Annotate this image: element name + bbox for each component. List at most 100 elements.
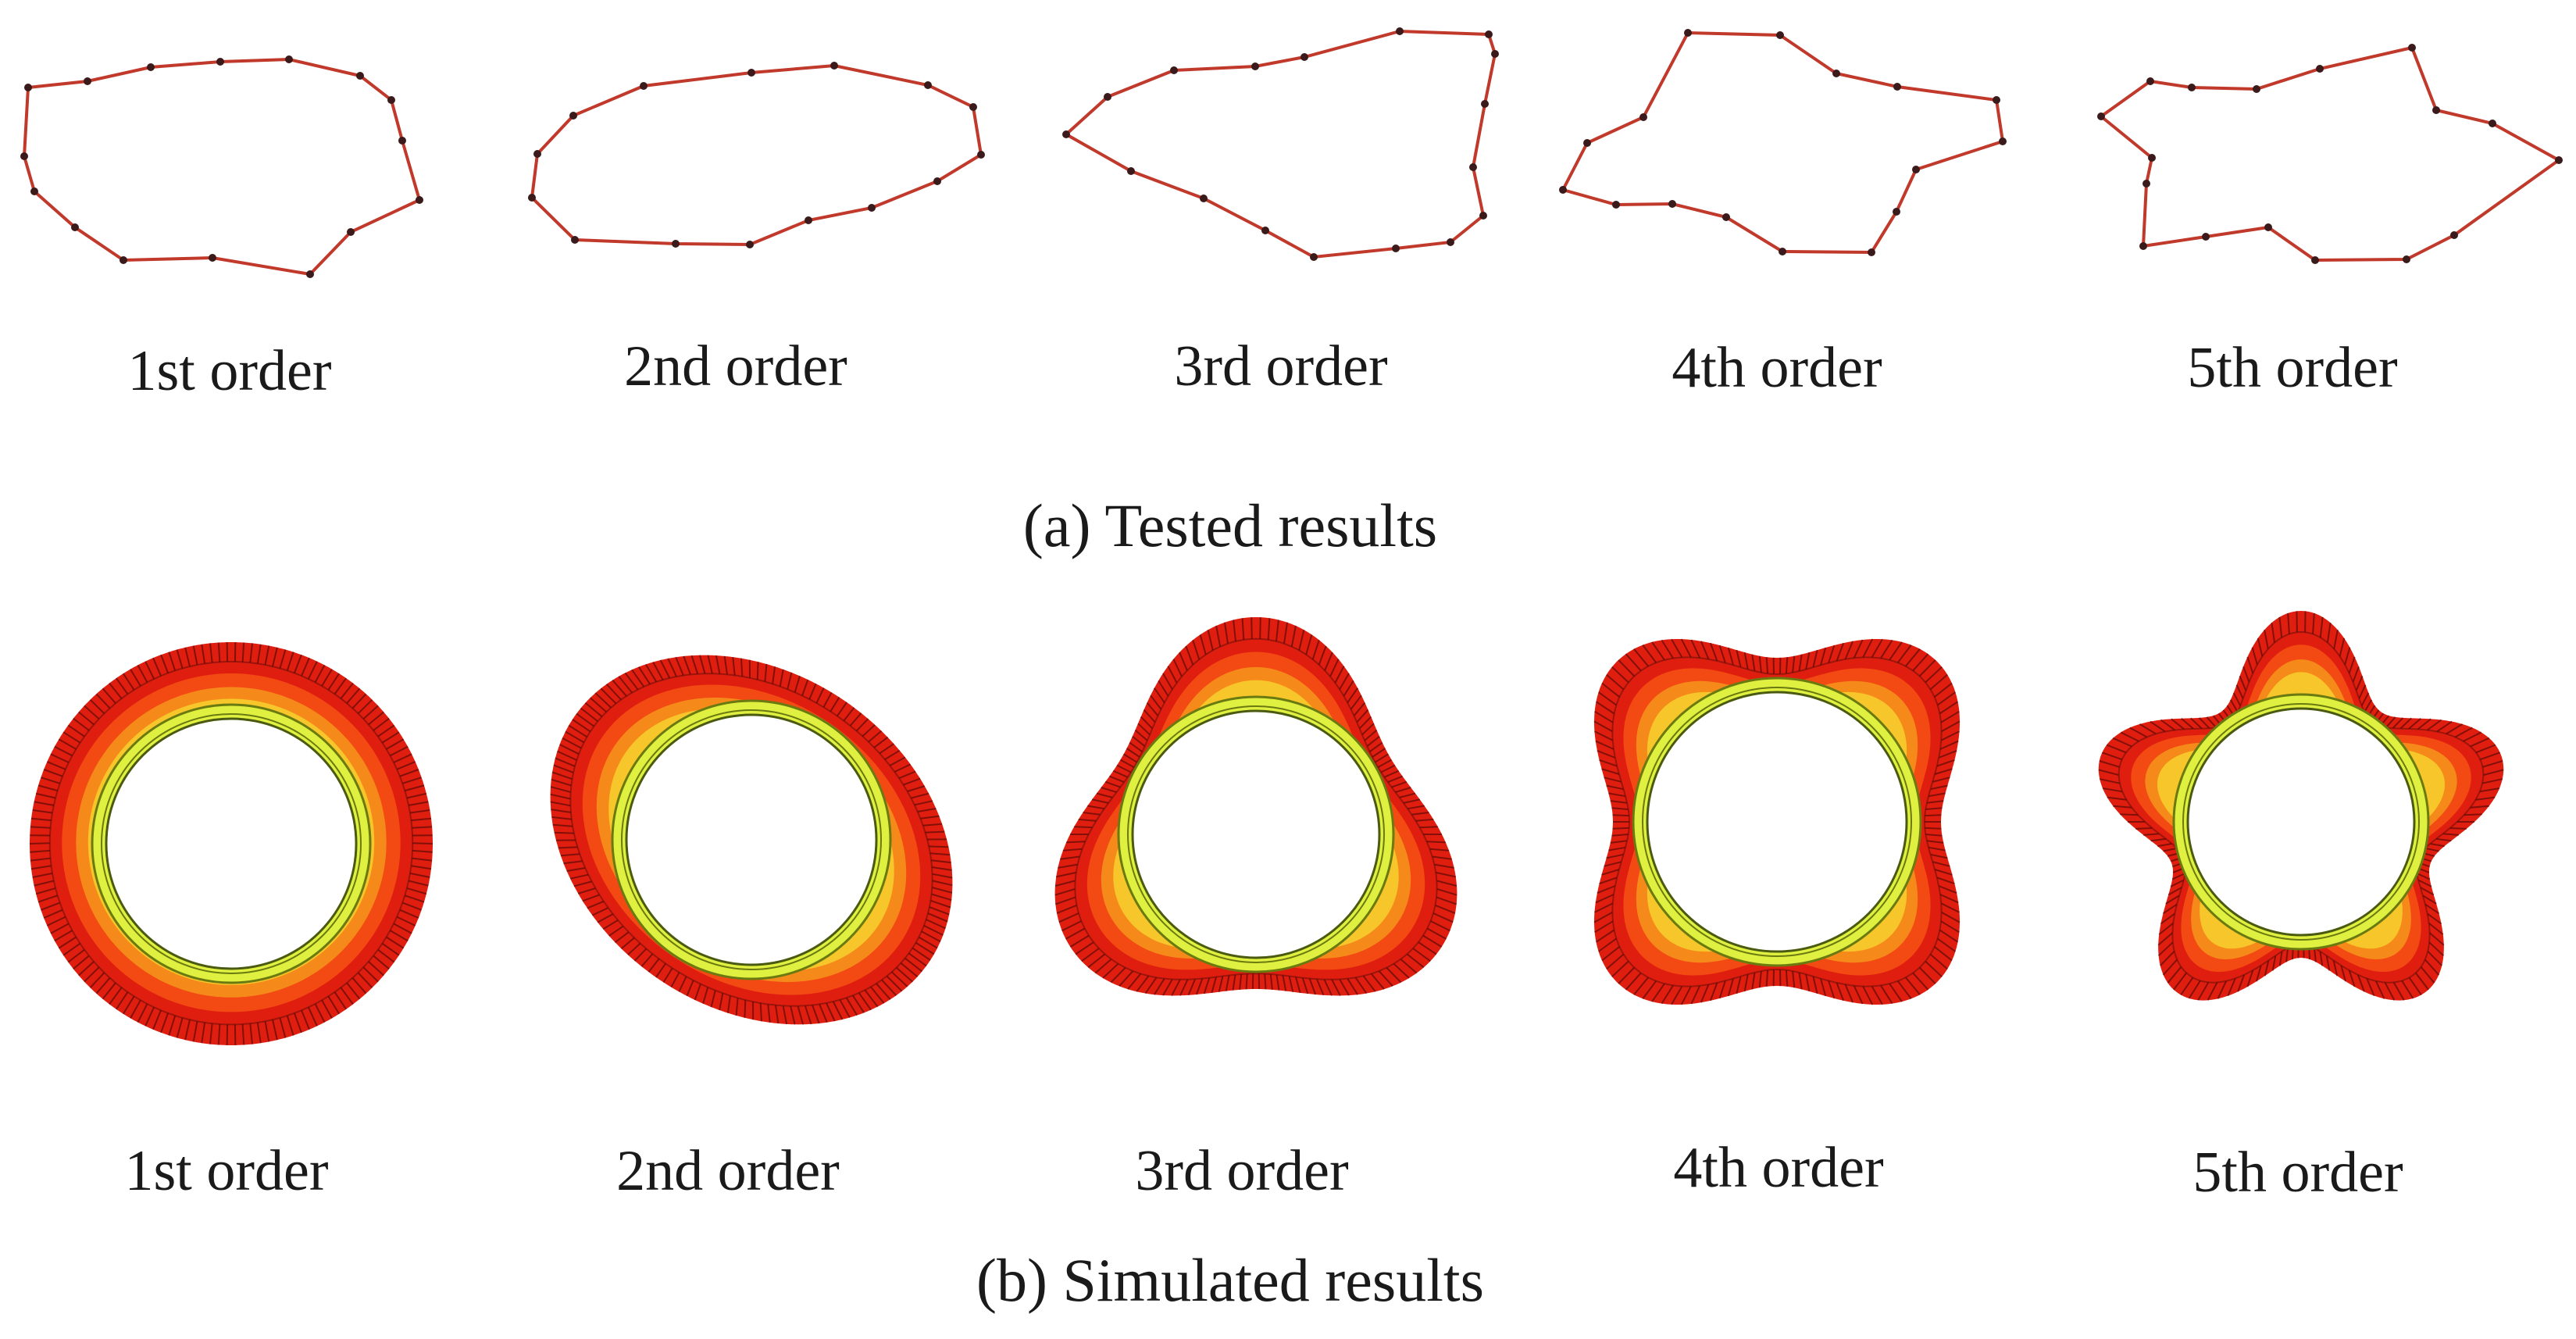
measurement-point <box>1127 167 1135 175</box>
measurement-point <box>1684 29 1692 37</box>
measurement-point <box>1993 96 2000 104</box>
measurement-point <box>1868 248 1875 256</box>
center-hole <box>1131 709 1381 959</box>
measurement-point <box>1300 53 1308 61</box>
measurement-point <box>1062 130 1070 138</box>
center-hole <box>1646 691 1908 953</box>
measurement-point <box>398 137 406 145</box>
tested-shape-order-5 <box>2097 44 2563 264</box>
measurement-point <box>2146 77 2154 85</box>
measurement-point <box>120 256 127 264</box>
simulated-label-order-2: 2nd order <box>616 1139 840 1203</box>
measurement-point <box>1479 212 1487 220</box>
tested-shape-order-1 <box>20 55 423 278</box>
measurement-point <box>2311 256 2319 264</box>
measurement-point <box>924 81 932 89</box>
mesh-hatching <box>1593 638 1961 1005</box>
measurement-point <box>2143 180 2150 187</box>
measurement-point <box>347 228 355 236</box>
measurement-point <box>285 55 293 63</box>
measurement-point <box>969 103 977 111</box>
measurement-point <box>2139 242 2147 250</box>
measurement-point <box>1261 227 1269 234</box>
measurement-point <box>2264 223 2272 231</box>
measurement-point <box>830 62 838 70</box>
measurement-point <box>571 236 579 244</box>
simulated-label-order-5: 5th order <box>2192 1141 2403 1205</box>
measurement-point <box>533 150 541 158</box>
inner-rim-edge <box>101 713 362 974</box>
measurement-point <box>746 241 754 248</box>
tested-label-order-1: 1st order <box>127 339 332 403</box>
measurement-point <box>2316 65 2324 73</box>
measurement-point <box>1396 27 1404 35</box>
measurement-point <box>1893 208 1900 216</box>
measurement-point <box>2148 154 2156 162</box>
measurement-point <box>1912 166 1920 173</box>
measurement-point <box>1779 248 1786 255</box>
tested-outline <box>2100 45 2562 262</box>
measurement-point <box>1469 163 1477 171</box>
measurement-point <box>1832 70 1840 77</box>
tested-outline <box>1065 29 1497 259</box>
mesh-hatching <box>1054 617 1457 996</box>
simulated-label-order-1: 1st order <box>124 1139 329 1203</box>
inner-rim-edge <box>1127 705 1385 963</box>
measurement-point <box>672 240 680 248</box>
measurement-point <box>747 69 755 77</box>
measurement-point <box>1447 238 1454 246</box>
measurement-point <box>209 254 216 262</box>
caption-a: (a) Tested results <box>1022 491 1438 559</box>
inner-rim-edge <box>621 709 882 970</box>
measurement-point <box>84 77 91 85</box>
measurement-point <box>306 270 314 278</box>
measurement-point <box>1310 253 1318 261</box>
measurement-point <box>71 223 79 231</box>
center-hole <box>625 713 878 966</box>
measurement-point <box>805 216 812 224</box>
tested-results-panel <box>20 27 2563 278</box>
measurement-point <box>1559 186 1567 194</box>
measurement-point <box>2202 233 2210 241</box>
mesh-hatching <box>2098 611 2504 1001</box>
measurement-point <box>1668 200 1676 208</box>
measurement-point <box>356 72 364 80</box>
measurement-point <box>2188 84 2196 91</box>
measurement-point <box>30 187 38 195</box>
tested-shape-order-2 <box>528 62 985 248</box>
simulated-mode-shape-1 <box>29 642 433 1045</box>
measurement-point <box>1104 93 1111 101</box>
caption-b: (b) Simulated results <box>976 1246 1484 1314</box>
measurement-point <box>2403 255 2410 263</box>
tested-label-order-3: 3rd order <box>1174 334 1388 398</box>
measurement-point <box>147 63 155 71</box>
measurement-point <box>1200 195 1208 202</box>
tested-label-order-2: 2nd order <box>624 334 847 398</box>
measurement-point <box>528 194 536 202</box>
measurement-point <box>1485 30 1493 38</box>
measurement-point <box>1170 66 1178 74</box>
measurement-point <box>977 151 985 159</box>
tested-outline <box>530 63 983 247</box>
tested-label-order-5: 5th order <box>2187 336 2398 400</box>
simulated-label-order-4: 4th order <box>1673 1136 1884 1200</box>
measurement-point <box>2097 112 2105 120</box>
measurement-point <box>1722 213 1730 221</box>
measurement-point <box>20 152 28 160</box>
measurement-point <box>416 196 423 204</box>
measurement-point <box>640 82 648 90</box>
measurement-point <box>216 58 224 66</box>
tested-shape-order-4 <box>1559 29 2007 256</box>
measurement-point <box>24 84 32 91</box>
measurement-point <box>868 204 876 212</box>
simulated-mode-shape-2 <box>550 655 953 1025</box>
measurement-point <box>2408 44 2416 52</box>
center-hole <box>2186 707 2416 937</box>
measurement-point <box>1612 201 1620 209</box>
measurement-point <box>1776 31 1784 39</box>
measurement-point <box>1491 50 1499 58</box>
measurement-point <box>1392 245 1400 252</box>
inner-rim-edge <box>1642 687 1912 957</box>
